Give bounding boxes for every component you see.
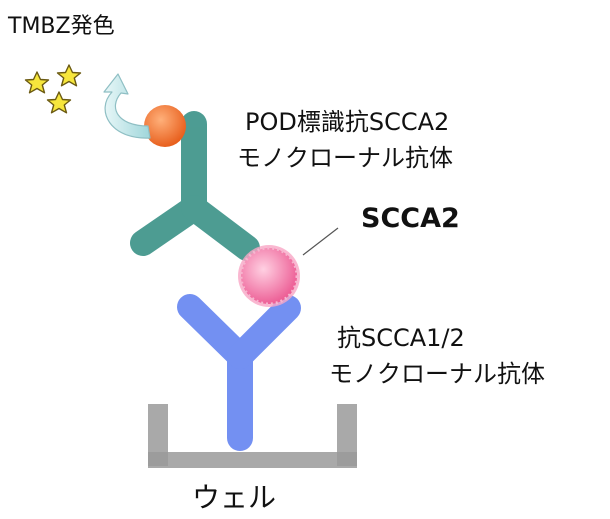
star-icon (46, 91, 72, 114)
well (148, 404, 357, 468)
pod-antibody-label-line2: モノクローナル抗体 (237, 144, 453, 172)
antigen-leader-line (302, 227, 339, 256)
well-right-wall (337, 404, 357, 466)
antigen-label: SCCA2 (361, 203, 460, 234)
pod-enzyme (144, 105, 186, 147)
pod-antibody-arm-right (181, 195, 260, 261)
curved-arrow-icon (103, 73, 151, 139)
star-icon (24, 71, 50, 94)
star-icon (56, 64, 82, 87)
capture-antibody (177, 294, 301, 451)
capture-antibody-arm-right (227, 295, 301, 369)
capture-antibody-label-line1: 抗SCCA1/2 (337, 324, 465, 352)
pod-antibody-label-line1: POD標識抗SCCA2 (245, 108, 450, 136)
tmbz-label: TMBZ発色 (8, 14, 115, 39)
star-icons (24, 64, 82, 114)
antigen-scca2 (238, 245, 300, 307)
well-left-wall (148, 404, 168, 466)
well-label: ウェル (192, 481, 277, 514)
capture-antibody-label-line2: モノクローナル抗体 (329, 360, 545, 388)
well-bottom (148, 452, 357, 468)
pod-antibody (130, 111, 260, 261)
